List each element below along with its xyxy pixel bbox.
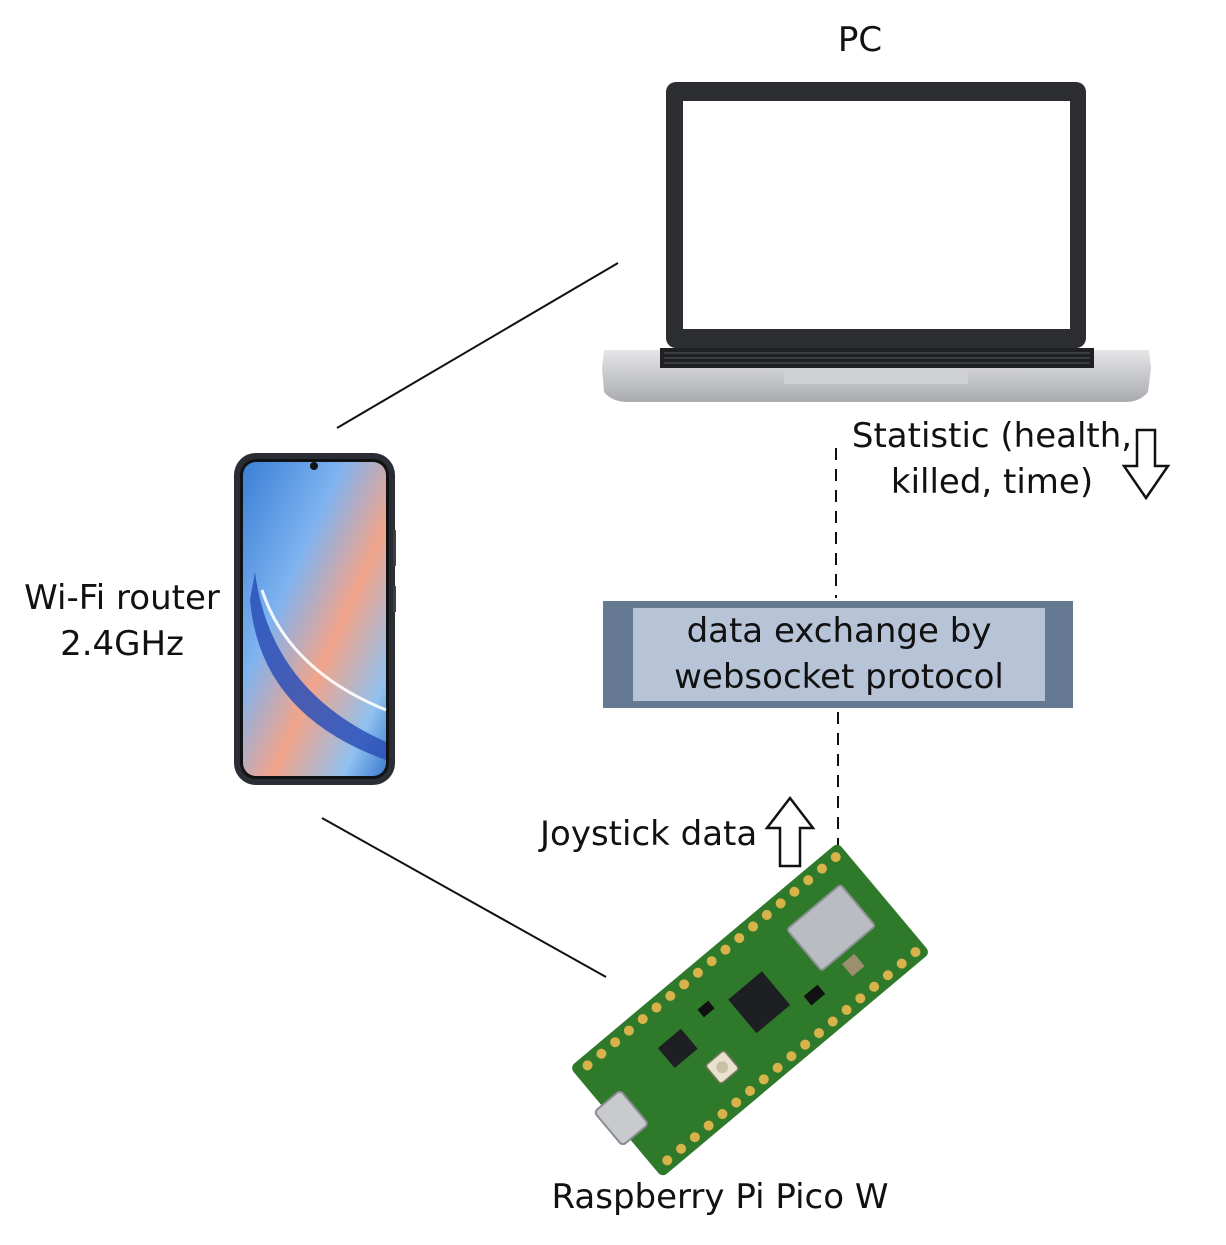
- websocket-label-line: websocket protocol: [674, 657, 1004, 697]
- router-label-line: Wi-Fi router: [24, 578, 220, 618]
- router-label: Wi-Fi router 2.4GHz: [10, 576, 234, 668]
- arrow-down-icon: [1121, 428, 1171, 501]
- statistic-label-line: Statistic (health,: [851, 416, 1133, 456]
- link-router-pc: [336, 262, 619, 429]
- websocket-label-line: data exchange by: [686, 611, 992, 651]
- statistic-label: Statistic (health, killed, time): [848, 414, 1136, 506]
- link-router-pico: [321, 817, 607, 978]
- statistic-label-line: killed, time): [890, 461, 1094, 502]
- pico-label: Raspberry Pi Pico W: [551, 1177, 889, 1217]
- pico-board-icon: [572, 844, 928, 1176]
- arrow-up-icon: [764, 795, 816, 868]
- router-label-line: 2.4GHz: [60, 623, 184, 664]
- joystick-label: Joystick data: [540, 814, 758, 854]
- websocket-box: data exchange by websocket protocol: [603, 601, 1073, 708]
- laptop-icon: [602, 82, 1151, 402]
- pc-label: PC: [837, 20, 883, 60]
- smartphone-icon: [234, 453, 396, 785]
- websocket-label: data exchange by websocket protocol: [633, 608, 1045, 701]
